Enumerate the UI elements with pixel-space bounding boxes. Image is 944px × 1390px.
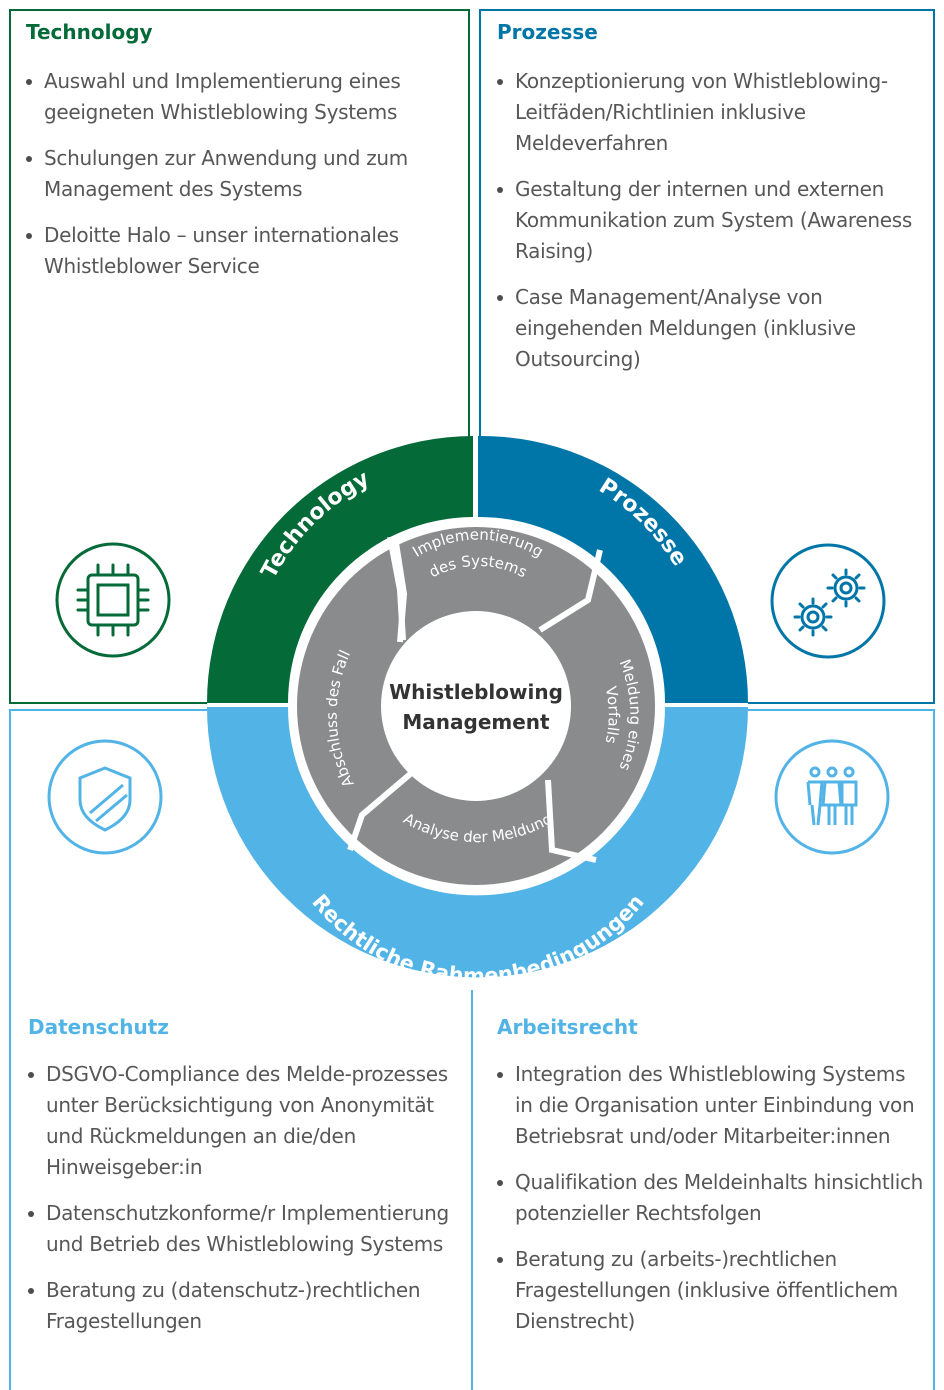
list-item: Case Management/Analyse von eingehenden … [497, 282, 927, 375]
cycle-separator [393, 542, 408, 643]
center-label-line1: Whistleblowing [389, 680, 563, 704]
prozesse-list: Konzeptionierung von Whistleblowing-Leit… [497, 66, 927, 390]
list-item: Beratung zu (datenschutz-)rechtlichen Fr… [28, 1275, 458, 1337]
list-item: DSGVO-Compliance des Melde-prozesses unt… [28, 1059, 458, 1183]
list-item: Beratung zu (arbeits-)rechtlichen Frages… [497, 1244, 927, 1337]
microchip-icon [55, 542, 171, 658]
list-item: Deloitte Halo – unser internationales Wh… [26, 220, 456, 282]
list-item: Integration des Whistleblowing Systems i… [497, 1059, 927, 1152]
list-item: Qualifikation des Meldeinhalts hinsichtl… [497, 1167, 927, 1229]
datenschutz-list: DSGVO-Compliance des Melde-prozesses unt… [28, 1059, 458, 1352]
gears-icon [770, 543, 886, 659]
cycle-separator [545, 779, 597, 863]
ring-recht [207, 707, 748, 978]
arbeitsrecht-list: Integration des Whistleblowing Systems i… [497, 1059, 927, 1352]
ring-prozesse [478, 435, 748, 703]
frame-datenschutz [9, 709, 207, 1390]
center-label-line2: Management [402, 710, 550, 734]
list-item: Auswahl und Implementierung eines geeign… [26, 66, 456, 128]
technology-list: Auswahl und Implementierung eines geeign… [26, 66, 456, 297]
prozesse-title: Prozesse [497, 20, 598, 44]
people-icon [774, 739, 890, 855]
arbeitsrecht-title: Arbeitsrecht [497, 1015, 638, 1039]
list-item: Gestaltung der internen und externen Kom… [497, 174, 927, 267]
list-item: Schulungen zur Anwendung und zum Managem… [26, 143, 456, 205]
list-item: Datenschutzkonforme/r Implementierung un… [28, 1198, 458, 1260]
datenschutz-title: Datenschutz [28, 1015, 169, 1039]
center-circle [381, 611, 571, 801]
frame-prozesse [479, 9, 935, 704]
frame-arbeitsrecht [748, 709, 935, 1390]
cycle-separator [538, 549, 603, 633]
ring-technology [207, 436, 473, 703]
list-item: Konzeptionierung von Whistleblowing-Leit… [497, 66, 927, 159]
frame-technology [9, 9, 470, 704]
cycle-separator [347, 767, 417, 851]
cycle-label-meldung-2: Vorfalls [602, 685, 623, 746]
technology-title: Technology [26, 20, 153, 44]
shield-icon [47, 739, 163, 855]
